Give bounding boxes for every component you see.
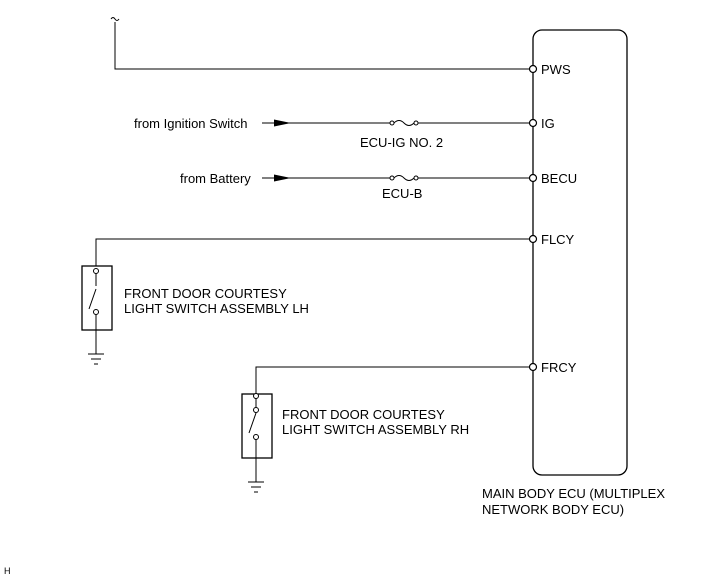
ig-circuit: from Ignition Switch ECU-IG NO. 2 IG [134, 116, 555, 150]
becu-circuit: from Battery ECU-B BECU [180, 171, 577, 201]
ground-icon [248, 481, 264, 493]
switch-lh-label-line1: FRONT DOOR COURTESY [124, 286, 287, 301]
ecu-label-line1: MAIN BODY ECU (MULTIPLEX [482, 486, 665, 501]
switch-icon [241, 393, 273, 459]
switch-rh-label-line2: LIGHT SWITCH ASSEMBLY RH [282, 422, 469, 437]
fuse-label-ecu-ig: ECU-IG NO. 2 [360, 135, 443, 150]
arrow-right-icon [274, 174, 291, 182]
pin-label-frcy: FRCY [541, 360, 577, 375]
fuse-icon [389, 120, 419, 126]
main-body-ecu-box [532, 29, 628, 476]
frcy-circuit: FRCY FRONT DOOR COURTESY LIGHT SWITCH AS… [241, 360, 577, 493]
switch-icon [81, 265, 113, 331]
figure-code: H [4, 566, 11, 576]
continuation-tilde-icon [110, 17, 120, 21]
pws-circuit: PWS [110, 17, 571, 77]
pin-label-flcy: FLCY [541, 232, 575, 247]
source-battery: from Battery [180, 171, 251, 186]
fuse-icon [389, 175, 419, 181]
switch-rh-label-line1: FRONT DOOR COURTESY [282, 407, 445, 422]
source-ignition-switch: from Ignition Switch [134, 116, 247, 131]
arrow-right-icon [274, 119, 291, 127]
pin-label-pws: PWS [541, 62, 571, 77]
flcy-circuit: FLCY FRONT DOOR COURTESY LIGHT SWITCH AS… [81, 232, 575, 365]
pin-label-becu: BECU [541, 171, 577, 186]
ecu-label-line2: NETWORK BODY ECU) [482, 502, 624, 517]
pin-label-ig: IG [541, 116, 555, 131]
switch-lh-label-line2: LIGHT SWITCH ASSEMBLY LH [124, 301, 309, 316]
ground-icon [88, 353, 104, 365]
fuse-label-ecu-b: ECU-B [382, 186, 422, 201]
